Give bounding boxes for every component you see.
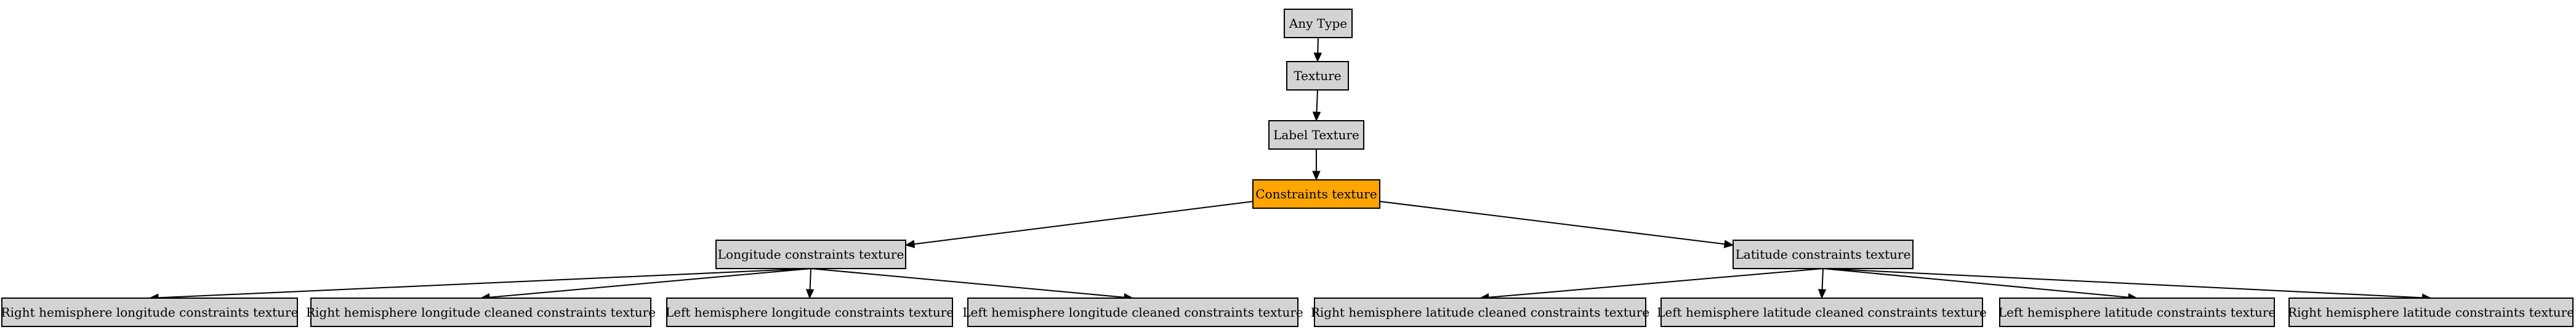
node-constraints-texture: Constraints texture [1252, 179, 1380, 209]
node-label: Texture [1294, 68, 1341, 83]
node-rh-lon-clean: Right hemisphere longitude cleaned const… [306, 298, 656, 327]
node-label: Right hemisphere latitude cleaned constr… [1311, 305, 1649, 320]
node-longitude-constraints: Longitude constraints texture [715, 240, 906, 269]
node-label: Right hemisphere longitude constraints t… [1, 305, 299, 320]
node-rh-lon: Right hemisphere longitude constraints t… [1, 298, 299, 327]
edge-constraints-texture-to-latitude-constraints [1379, 201, 1725, 245]
node-box [1268, 120, 1364, 150]
node-texture: Texture [1286, 61, 1349, 91]
edge-latitude-constraints-to-lh-lat [1822, 268, 2129, 298]
node-lh-lon-clean: Left hemisphere longitude cleaned constr… [962, 298, 1303, 327]
node-lh-lat-clean: Left hemisphere latitude cleaned constra… [1657, 298, 1987, 327]
node-box [666, 298, 953, 327]
node-box [310, 298, 651, 327]
node-box [1286, 61, 1349, 91]
arrowhead-icon [904, 240, 916, 248]
node-box [2288, 298, 2574, 327]
node-box [1999, 298, 2275, 327]
arrowhead-icon [1313, 52, 1322, 63]
arrowhead-icon [1723, 240, 1734, 248]
edge-latitude-constraints-to-lh-lat-clean [1821, 268, 1824, 290]
node-label: Latitude constraints texture [1736, 247, 1911, 262]
node-box [1, 298, 298, 327]
edge-longitude-constraints-to-lh-lon [809, 268, 811, 290]
node-box [1252, 179, 1380, 209]
node-label: Left hemisphere longitude cleaned constr… [962, 305, 1303, 320]
node-label: Constraints texture [1255, 187, 1377, 201]
arrowhead-icon [1312, 111, 1321, 122]
node-label: Left hemisphere latitude constraints tex… [1998, 305, 2276, 320]
node-label: Right hemisphere latitude constraints te… [2288, 305, 2574, 320]
node-label: Any Type [1289, 16, 1347, 31]
node-any-type: Any Type [1284, 9, 1353, 38]
edge-longitude-constraints-to-rh-lon-clean [489, 268, 811, 298]
node-rh-lat-clean: Right hemisphere latitude cleaned constr… [1311, 298, 1649, 327]
node-lh-lat: Left hemisphere latitude constraints tex… [1998, 298, 2276, 327]
node-latitude-constraints: Latitude constraints texture [1733, 240, 1914, 269]
node-box [1733, 240, 1914, 269]
arrowhead-icon [1817, 289, 1827, 299]
edge-latitude-constraints-to-rh-lat-clean [1488, 268, 1824, 298]
node-label: Longitude constraints texture [718, 247, 904, 262]
arrowhead-icon [1312, 171, 1321, 181]
node-rh-lat: Right hemisphere latitude constraints te… [2288, 298, 2574, 327]
node-label: Left hemisphere latitude cleaned constra… [1657, 305, 1987, 320]
node-label: Left hemisphere longitude constraints te… [666, 305, 954, 320]
edge-longitude-constraints-to-lh-lon-clean [810, 268, 1125, 298]
node-box [1284, 9, 1353, 38]
edge-latitude-constraints-to-rh-lat [1822, 268, 2423, 299]
node-label: Label Texture [1273, 128, 1359, 142]
arrowhead-icon [805, 289, 815, 299]
node-box [715, 240, 906, 269]
node-label: Right hemisphere longitude cleaned const… [306, 305, 656, 320]
node-box [967, 298, 1298, 327]
edge-longitude-constraints-to-rh-lon [158, 268, 811, 299]
edge-constraints-texture-to-longitude-constraints [914, 201, 1254, 245]
node-box [1660, 298, 1983, 327]
node-label-texture: Label Texture [1268, 120, 1364, 150]
node-box [1314, 298, 1646, 327]
node-lh-lon: Left hemisphere longitude constraints te… [666, 298, 954, 327]
edge-texture-to-label-texture [1316, 89, 1318, 113]
